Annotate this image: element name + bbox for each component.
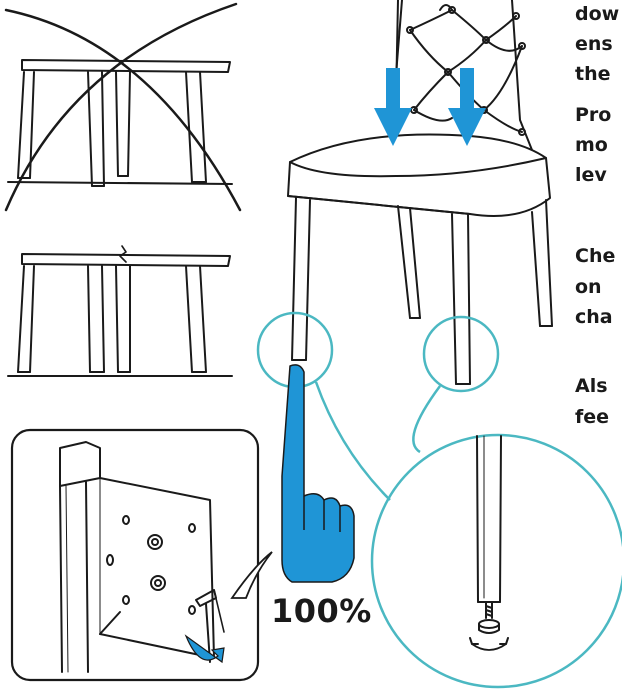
instruction-text-2: ens xyxy=(575,30,613,60)
instruction-text-4: Pro xyxy=(575,101,611,131)
instruction-text-8: on xyxy=(575,273,602,303)
hand-press-icon xyxy=(282,365,354,582)
chair-sketch xyxy=(288,0,552,384)
instruction-text-9: cha xyxy=(575,303,613,333)
instruction-text-1: dow xyxy=(575,0,619,30)
instruction-text-10: Als xyxy=(575,372,608,402)
instruction-text-7: Che xyxy=(575,242,615,272)
adjustable-foot-detail xyxy=(470,436,508,650)
instruction-text-6: lev xyxy=(575,161,607,191)
level-table-sketch xyxy=(8,246,232,376)
bracket-detail-panel xyxy=(12,430,258,680)
instruction-text-5: mo xyxy=(575,131,608,161)
instruction-text-3: the xyxy=(575,60,611,90)
instruction-text-11: fee xyxy=(575,403,609,433)
callout-pointer xyxy=(232,552,272,598)
percent-label: 100% xyxy=(271,592,372,630)
uneven-table-sketch xyxy=(8,60,232,186)
rotate-arrow xyxy=(186,636,224,662)
